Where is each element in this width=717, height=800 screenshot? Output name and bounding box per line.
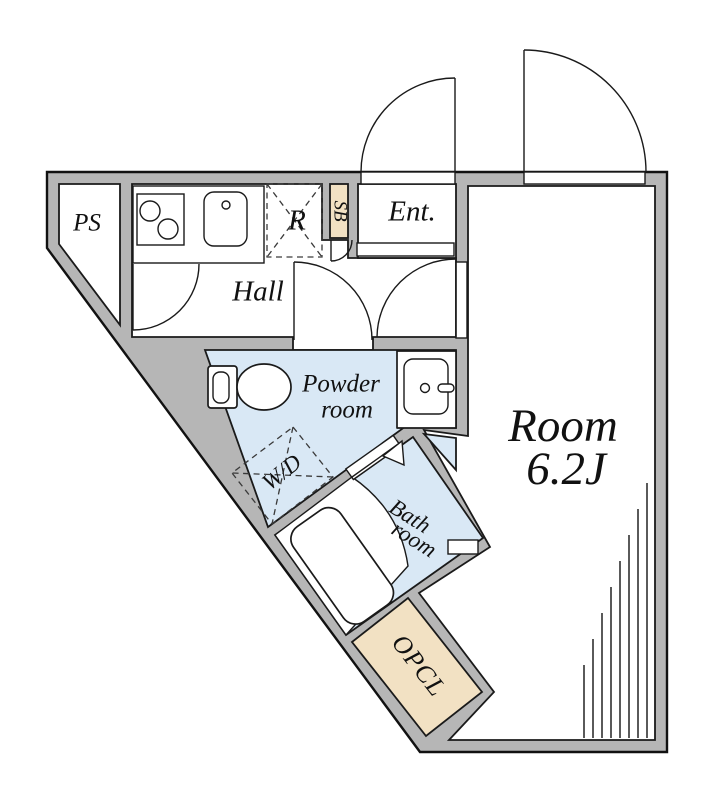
label-hall: Hall (231, 276, 284, 308)
label-r-closet: R (287, 205, 306, 237)
label-main-room-1: Room (507, 400, 618, 452)
room-main (417, 185, 656, 741)
label-powder-room-1: Powder (301, 371, 380, 398)
washer-dryer-area (231, 426, 334, 525)
opcl-closet (350, 596, 484, 738)
corner-hatch-lines (583, 483, 648, 738)
powder-sliver (421, 432, 457, 473)
label-entrance: Ent. (387, 196, 436, 228)
label-shoe-box: SB (330, 200, 351, 222)
shoe-box (329, 183, 349, 239)
entrance-step (356, 242, 455, 257)
hall-room-opening (455, 261, 468, 339)
room-ps (58, 183, 121, 328)
door-arc-kitchen (132, 263, 200, 331)
bathtub-icon (290, 434, 402, 625)
door-arc-main-room (376, 258, 457, 338)
closet-r (266, 183, 323, 258)
label-powder-room-2: room (321, 397, 373, 424)
door-arc-room-top (523, 49, 647, 173)
label-main-room-2: 6.2J (526, 443, 608, 495)
kitchen-counter (132, 185, 265, 264)
entrance-door-opening (360, 171, 456, 185)
toilet-icon (207, 363, 292, 411)
folding-door-triangle (381, 439, 405, 467)
bath-corner-notch (447, 539, 479, 555)
washbasin-icon (396, 350, 457, 429)
room-top-door-opening (523, 171, 646, 185)
label-ps: PS (72, 210, 101, 237)
door-arc-shoebox (330, 239, 353, 262)
door-arc-powder (293, 261, 373, 341)
door-arc-entrance (360, 77, 456, 173)
sink-icon (203, 191, 248, 247)
